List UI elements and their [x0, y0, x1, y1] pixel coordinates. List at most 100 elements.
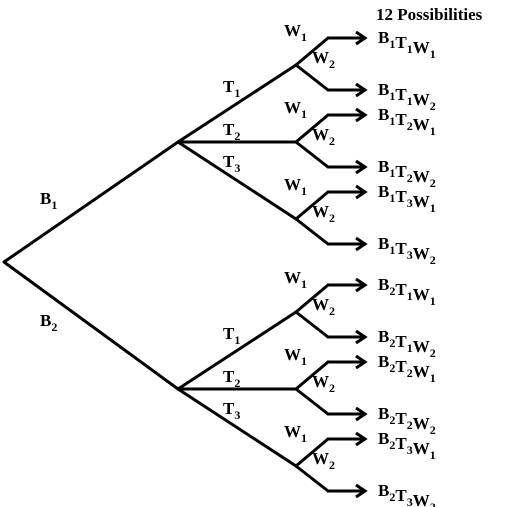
outcome-9: B2T2W1 — [378, 352, 436, 385]
label-b2-t2-w1: W1 — [284, 345, 307, 368]
label-b2-t2-w2-letter: W — [312, 372, 329, 391]
outcome-subscript: 1 — [430, 448, 436, 462]
outcome-7: B2T1W1 — [378, 275, 436, 308]
outcome-letter: W — [413, 192, 430, 211]
label-b2-t3-w2: W2 — [312, 449, 335, 472]
label-b2-t2-w1-letter: W — [284, 345, 301, 364]
label-b1-t3-w1: W1 — [284, 175, 307, 198]
label-b2-t2-w2-subscript: 2 — [329, 381, 335, 395]
label-b2-t1-w2-letter: W — [312, 295, 329, 314]
outcome-letter: T — [395, 85, 407, 104]
outcome-letter: B — [378, 481, 389, 500]
outcome-8: B2T1W2 — [378, 327, 436, 360]
outcome-subscript: 2 — [430, 423, 436, 437]
label-b2-t3-w1-subscript: 1 — [301, 431, 307, 445]
outcome-subscript: 2 — [407, 418, 413, 432]
label-b1-t1-letter: T — [223, 77, 235, 96]
outcome-letter: W — [413, 167, 430, 186]
outcome-subscript: 1 — [389, 191, 395, 205]
label-b2-t2-letter: T — [223, 367, 235, 386]
edge-b1-t3 — [176, 140, 298, 221]
outcome-subscript: 1 — [430, 201, 436, 215]
label-b1-t1-w1-letter: W — [284, 21, 301, 40]
arrow-head-7 — [355, 277, 368, 293]
arrow-head-1 — [355, 30, 368, 46]
arrow-head-8 — [355, 329, 368, 345]
outcome-letter: T — [395, 409, 407, 428]
label-b2-t3-letter: T — [223, 399, 235, 418]
outcome-subscript: 2 — [407, 119, 413, 133]
outcome-letter: T — [395, 332, 407, 351]
outcome-letter: B — [378, 80, 389, 99]
outcome-letter: W — [413, 244, 430, 263]
outcome-letter: W — [413, 414, 430, 433]
label-b1-t1-w1-subscript: 1 — [301, 30, 307, 44]
outcome-letter: B — [378, 327, 389, 346]
label-b1-t3-w2: W2 — [312, 202, 335, 225]
label-b1-t3: T3 — [223, 152, 240, 175]
outcome-subscript: 2 — [389, 284, 395, 298]
label-b1-t2-letter: T — [223, 120, 235, 139]
label-b2-t1: T1 — [223, 324, 240, 347]
label-b1-t3-w1-subscript: 1 — [301, 184, 307, 198]
outcome-subscript: 1 — [430, 47, 436, 61]
label-b2-t1-letter: T — [223, 324, 235, 343]
label-b1-t1: T1 — [223, 77, 240, 100]
label-b1: B1 — [40, 189, 57, 212]
edge-b1-t2-w1 — [294, 113, 330, 144]
label-b1-t1-w2-letter: W — [312, 48, 329, 67]
outcome-subscript: 1 — [407, 341, 413, 355]
outcome-subscript: 2 — [430, 253, 436, 267]
arrow-head-6 — [355, 236, 368, 252]
edge-b1-t1-w2 — [294, 63, 330, 92]
outcome-letter: T — [395, 162, 407, 181]
outcome-list: B1T1W1B1T1W2B1T2W1B1T2W2B1T3W1B1T3W2B2T1… — [378, 28, 436, 507]
outcome-letter: W — [413, 362, 430, 381]
outcome-letter: B — [378, 234, 389, 253]
outcome-subscript: 2 — [389, 336, 395, 350]
label-b1-t3-letter: T — [223, 152, 235, 171]
outcome-subscript: 1 — [389, 37, 395, 51]
outcome-2: B1T1W2 — [378, 80, 436, 113]
edge-b2-t2-w1 — [294, 360, 330, 391]
outcome-3: B1T2W1 — [378, 105, 436, 138]
arrow-head-12 — [355, 483, 368, 499]
arrow-head-3 — [355, 107, 368, 123]
outcome-letter: W — [413, 337, 430, 356]
label-b1-t2-w1-subscript: 1 — [301, 107, 307, 121]
label-b1-t3-w2-letter: W — [312, 202, 329, 221]
outcome-11: B2T3W1 — [378, 429, 436, 462]
label-b1-t2-w1-letter: W — [284, 98, 301, 117]
label-b1-t2-w2: W2 — [312, 125, 335, 148]
outcome-letter: B — [378, 157, 389, 176]
outcome-letter: T — [395, 280, 407, 299]
outcome-subscript: 2 — [407, 171, 413, 185]
outcome-subscript: 1 — [430, 124, 436, 138]
outcome-letter: W — [413, 90, 430, 109]
label-b2: B2 — [40, 311, 57, 334]
label-b1-t2-w2-subscript: 2 — [329, 134, 335, 148]
outcome-subscript: 1 — [389, 89, 395, 103]
edge-b2-t3 — [176, 387, 298, 468]
label-b2-t3-w2-subscript: 2 — [329, 458, 335, 472]
label-b2-letter: B — [40, 311, 51, 330]
arrow-head-10 — [355, 406, 368, 422]
outcome-letter: W — [413, 439, 430, 458]
edge-b1-t3-w1 — [294, 190, 330, 221]
outcome-letter: T — [395, 33, 407, 52]
label-b2-t3-w2-letter: W — [312, 449, 329, 468]
outcome-letter: T — [395, 239, 407, 258]
label-b1-t1-subscript: 1 — [234, 86, 240, 100]
outcome-letter: W — [413, 491, 430, 507]
arrow-head-4 — [355, 159, 368, 175]
outcome-subscript: 2 — [389, 361, 395, 375]
outcome-letter: T — [395, 434, 407, 453]
diagram-title: 12 Possibilities — [376, 5, 483, 24]
outcome-subscript: 1 — [389, 114, 395, 128]
outcome-subscript: 2 — [430, 346, 436, 360]
edge-b2-t1 — [176, 310, 298, 391]
edge-b1-t2-w2 — [294, 140, 330, 169]
outcome-letter: T — [395, 187, 407, 206]
edge-b1-t1 — [176, 63, 298, 144]
edge-b2-t1-w2 — [294, 310, 330, 339]
